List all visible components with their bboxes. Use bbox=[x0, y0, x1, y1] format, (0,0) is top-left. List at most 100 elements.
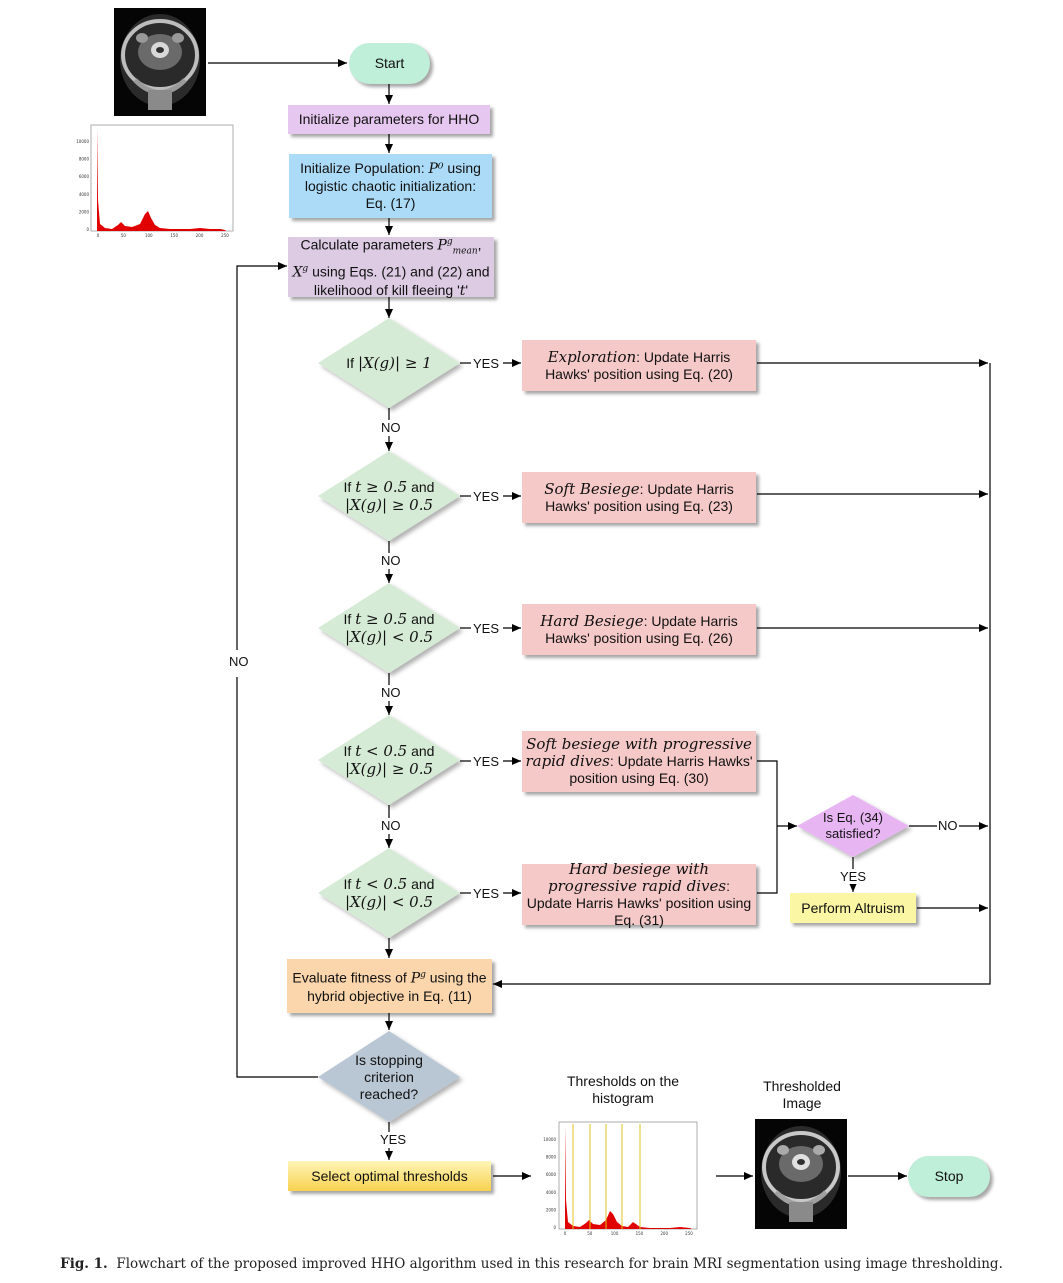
a4-rest: : Update Harris Hawks' position using Eq… bbox=[569, 753, 753, 786]
stopping-label: Is stopping criterion reached? bbox=[355, 1051, 423, 1102]
label-no-3: NO bbox=[380, 685, 402, 700]
d5-math1: t < 0.5 bbox=[355, 875, 408, 893]
x-tick-label: 50 bbox=[587, 1231, 593, 1236]
x-tick-label: 0 bbox=[97, 233, 100, 238]
calc-sym3: t bbox=[459, 282, 466, 299]
x-tick-label: 250 bbox=[221, 233, 229, 238]
eval-pre: Evaluate fitness of bbox=[292, 969, 411, 986]
y-tick-label: 8000 bbox=[546, 1155, 557, 1160]
y-tick-label: 8000 bbox=[79, 157, 90, 162]
eval-post: using the hybrid objective in Eq. (11) bbox=[307, 969, 487, 1004]
calc-sym2-sup: g bbox=[302, 263, 309, 274]
calc-sym1-sub: mean bbox=[452, 246, 478, 257]
d3-pre: If bbox=[343, 611, 356, 627]
d4-math1: t < 0.5 bbox=[355, 742, 408, 760]
calc-sym1-sup: g bbox=[446, 237, 453, 248]
altruism-label: Perform Altruism bbox=[801, 899, 905, 916]
y-tick-label: 10000 bbox=[76, 139, 89, 144]
init-params-box: Initialize parameters for HHO bbox=[288, 105, 490, 134]
y-tick-label: 0 bbox=[553, 1225, 556, 1230]
action-soft-besiege: Soft Besiege: Update Harris Hawks' posit… bbox=[522, 472, 756, 523]
d4-pre: If bbox=[343, 743, 356, 759]
d3-and: and bbox=[407, 611, 435, 627]
a5-rest: : Update Harris Hawks' position using Eq… bbox=[526, 877, 752, 928]
decision-diamond-1 bbox=[318, 318, 460, 408]
decision-diamond-5 bbox=[318, 848, 460, 938]
d4-and: and bbox=[407, 743, 435, 759]
start-node: Start bbox=[349, 43, 430, 84]
d1-pre: If bbox=[346, 355, 358, 371]
d4-math2: |X(g)| ≥ 0.5 bbox=[344, 760, 434, 778]
label-no-4: NO bbox=[380, 818, 402, 833]
caption-text: Flowchart of the proposed improved HHO a… bbox=[116, 1256, 1003, 1272]
decision-diamond-3 bbox=[318, 583, 460, 673]
y-tick-label: 4000 bbox=[79, 192, 90, 197]
calc-pre: Calculate parameters bbox=[300, 237, 438, 254]
y-tick-label: 4000 bbox=[546, 1190, 557, 1195]
decision-3-text: If t ≥ 0.5 and|X(g)| < 0.5 bbox=[320, 608, 458, 648]
calc-params-text: Calculate parameters Pgmean, Xg using Eq… bbox=[288, 234, 494, 299]
label-yes-eq34: YES bbox=[839, 869, 868, 884]
label-yes-3: YES bbox=[472, 621, 501, 636]
x-tick-label: 100 bbox=[145, 233, 153, 238]
calc-sep: , bbox=[477, 237, 482, 254]
decision-2-text: If t ≥ 0.5 and|X(g)| ≥ 0.5 bbox=[320, 476, 458, 516]
decision-diamond-2 bbox=[318, 451, 460, 541]
d5-pre: If bbox=[343, 876, 356, 892]
action-exploration: Exploration: Update Harris Hawks' positi… bbox=[522, 340, 756, 391]
a4-em: Soft besiege with progressive rapid dive… bbox=[525, 735, 752, 770]
altruism-box: Perform Altruism bbox=[790, 893, 916, 923]
stopping-text: Is stopping criterion reached? bbox=[340, 1050, 438, 1104]
y-tick-label: 2000 bbox=[546, 1207, 557, 1212]
edge-loop-a bbox=[236, 677, 318, 1078]
label-no-loop: NO bbox=[228, 654, 250, 669]
calc-params-box: Calculate parameters Pgmean, Xg using Eq… bbox=[288, 234, 494, 299]
d2-math2: |X(g)| ≥ 0.5 bbox=[344, 496, 434, 514]
decision-5-text: If t < 0.5 and|X(g)| < 0.5 bbox=[320, 873, 458, 913]
x-tick-label: 250 bbox=[685, 1231, 693, 1236]
thresholds-hist-label: Thresholds on the histogram bbox=[566, 1073, 680, 1106]
x-tick-label: 50 bbox=[121, 233, 127, 238]
label-no-2: NO bbox=[380, 553, 402, 568]
init-params-label: Initialize parameters for HHO bbox=[298, 111, 480, 127]
init-population-text: Initialize Population: P⁰ using logistic… bbox=[289, 160, 492, 212]
x-tick-label: 200 bbox=[660, 1231, 668, 1236]
eq34-diamond bbox=[797, 795, 909, 857]
d5-and: and bbox=[407, 876, 435, 892]
a1-em: Exploration bbox=[547, 347, 637, 366]
a3-rest: : Update Harris Hawks' position using Eq… bbox=[545, 612, 738, 646]
x-tick-label: 100 bbox=[611, 1231, 619, 1236]
d2-math1: t ≥ 0.5 bbox=[355, 478, 408, 496]
x-tick-label: 200 bbox=[196, 233, 204, 238]
d3-math1: t ≥ 0.5 bbox=[355, 610, 408, 628]
eq34-text: Is Eq. (34) satisfied? bbox=[812, 808, 894, 844]
a5-em: Hard besiege with progressive rapid dive… bbox=[548, 859, 727, 895]
edge-a4-a5-merge bbox=[757, 760, 778, 894]
x-tick-label: 0 bbox=[564, 1231, 567, 1236]
evaluate-box: Evaluate fitness of Pg using the hybrid … bbox=[287, 959, 492, 1013]
mri-thresholded-image bbox=[755, 1119, 847, 1229]
y-tick-label: 10000 bbox=[543, 1137, 556, 1142]
label-yes-5: YES bbox=[472, 886, 501, 901]
start-label: Start bbox=[374, 55, 405, 71]
init-population-box: Initialize Population: P⁰ using logistic… bbox=[289, 154, 492, 218]
select-label: Select optimal thresholds bbox=[311, 1167, 468, 1184]
calc-sym2: X bbox=[292, 264, 303, 281]
stop-label: Stop bbox=[934, 1168, 964, 1184]
calc-mid: using Eqs. (21) and (22) and likelihood … bbox=[308, 263, 490, 298]
a2-em: Soft Besiege bbox=[544, 479, 640, 498]
init-pop-pre: Initialize Population: bbox=[300, 160, 429, 176]
edge-loop-b bbox=[236, 262, 287, 650]
label-yes-4: YES bbox=[472, 754, 501, 769]
action-hard-besiege: Hard Besiege: Update Harris Hawks' posit… bbox=[522, 604, 756, 655]
d1-math: |X(g)| ≥ 1 bbox=[357, 354, 432, 372]
label-yes-2: YES bbox=[472, 489, 501, 504]
action-hard-besiege-dives: Hard besiege with progressive rapid dive… bbox=[522, 860, 756, 928]
init-pop-sym: P⁰ bbox=[428, 161, 444, 177]
threshold-lines bbox=[572, 1124, 641, 1229]
mri-input-image bbox=[114, 8, 206, 116]
eq34-label: Is Eq. (34) satisfied? bbox=[823, 810, 883, 841]
a3-em: Hard Besiege bbox=[540, 611, 644, 630]
stop-node: Stop bbox=[908, 1156, 990, 1197]
